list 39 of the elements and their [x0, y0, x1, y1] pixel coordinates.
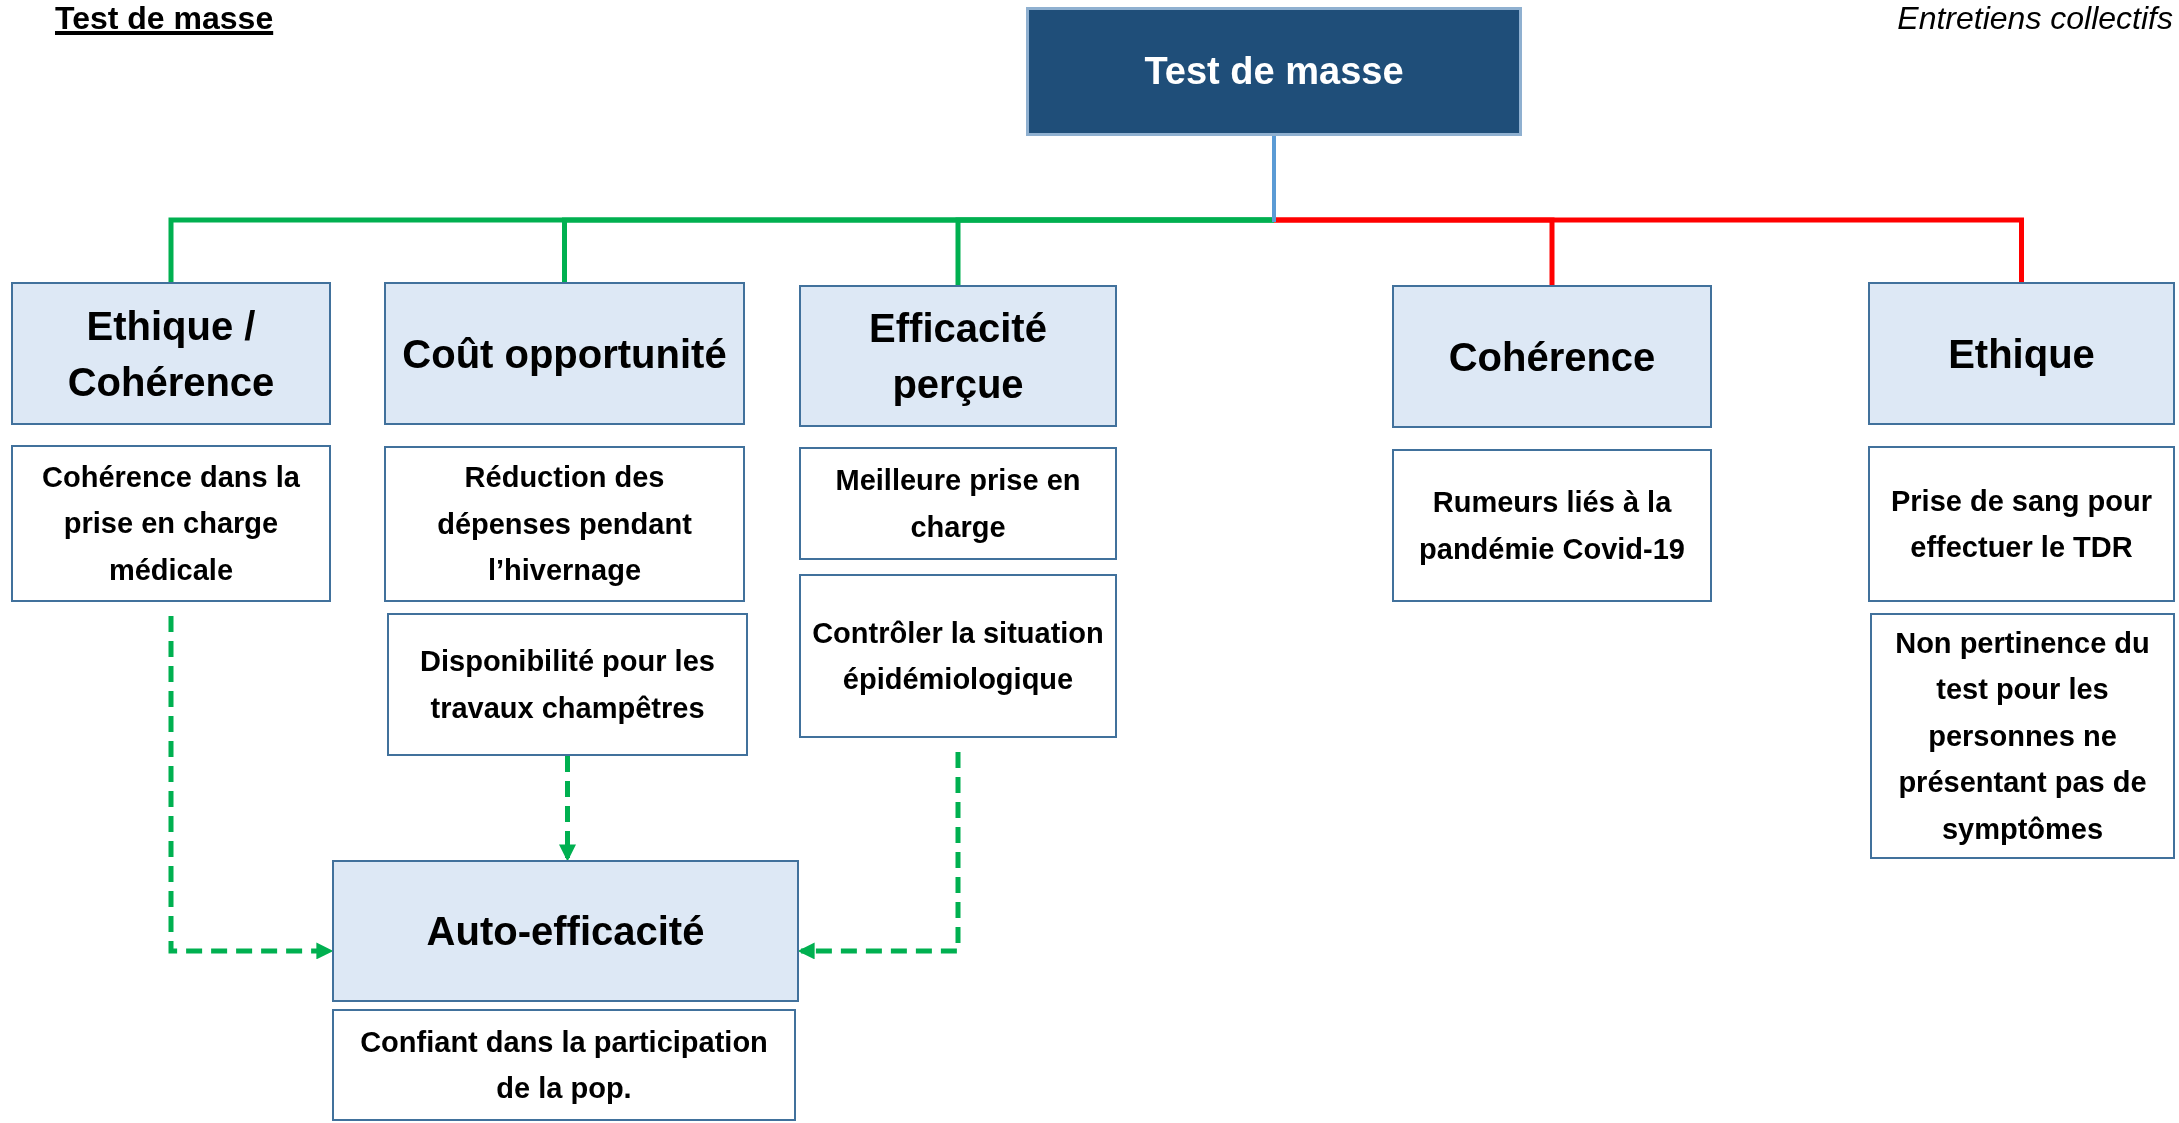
text-box — [1392, 449, 1712, 602]
connector-line — [1272, 136, 1276, 222]
node-text: Meilleure prise en charge — [834, 463, 1082, 545]
node-text: Ethique — [1948, 330, 2095, 378]
text-box — [384, 446, 745, 602]
category-box — [11, 282, 331, 425]
node-text: Confiant dans la participation de la pop. — [359, 1024, 769, 1106]
text-box — [11, 445, 331, 602]
text-box — [387, 613, 748, 756]
title-box — [1026, 7, 1522, 136]
category-box — [332, 860, 799, 1002]
section-heading: Test de masse — [55, 0, 274, 37]
node-text: Disponibilité pour les travaux champêtres — [419, 644, 716, 726]
node-text: Contrôler la situation épidémiologique — [811, 615, 1105, 697]
arrow — [168, 616, 334, 960]
category-box — [1868, 282, 2175, 425]
text-box — [1870, 613, 2175, 859]
node-text: Prise de sang pour effectuer le TDR — [1889, 483, 2154, 565]
node-text: Réduction des dépenses pendant l’hivernage — [436, 460, 693, 589]
node-text: Cohérence dans la prise en charge médicale — [41, 459, 301, 588]
connector-line — [1274, 217, 2024, 282]
arrow — [559, 756, 576, 862]
category-box — [799, 285, 1117, 427]
node-text: Auto-efficacité — [426, 908, 705, 955]
note-text: Entretiens collectifs — [1897, 0, 2173, 37]
node-text: Non pertinence du test pour les personnes ne présentant pas de symptômes — [1894, 626, 2151, 847]
text-box — [799, 574, 1117, 738]
node-text: Ethique / Cohérence — [66, 302, 276, 406]
text-box — [332, 1009, 796, 1121]
node-text: Cohérence — [1448, 333, 1656, 381]
node-text: Rumeurs liés à la pandémie Covid-19 — [1418, 485, 1686, 567]
text-box — [1868, 446, 2175, 602]
node-text: Coût opportunité — [402, 330, 727, 378]
node-text: Test de masse — [1144, 50, 1404, 93]
category-box — [384, 282, 745, 425]
connector-line — [955, 217, 1274, 285]
text-box — [799, 447, 1117, 560]
node-text: Efficacité perçue — [868, 305, 1048, 408]
category-box — [1392, 285, 1712, 428]
